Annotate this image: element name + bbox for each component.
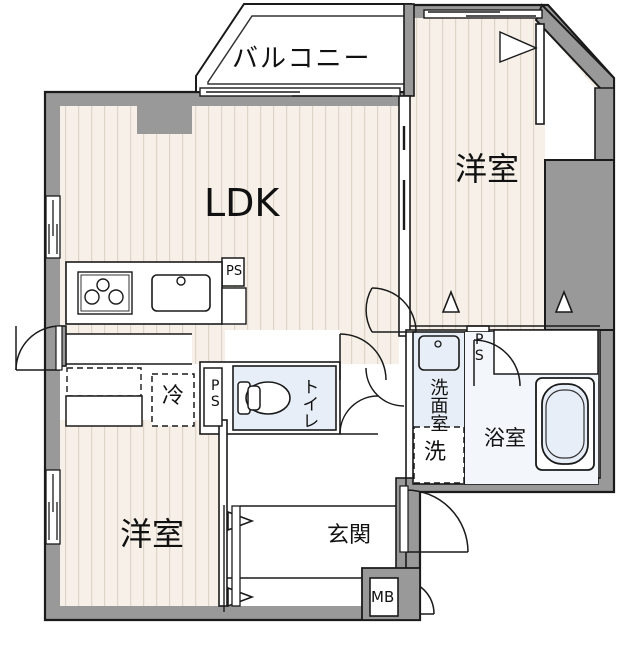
room-label-washroom: 洗面室 <box>427 378 449 432</box>
northeast-angled-wall <box>534 3 615 331</box>
fixture-label-ps-kitchen: PS <box>226 264 243 279</box>
toilet-room <box>232 365 337 431</box>
room-label-toilet: トイレ <box>298 378 319 429</box>
room-label-bedroom-sw: 洋室 <box>120 515 185 553</box>
windows <box>45 9 543 545</box>
washroom <box>412 331 466 485</box>
entrance-step <box>227 505 421 621</box>
ldk-floor <box>60 106 399 364</box>
doors <box>15 287 521 615</box>
bedroom-ne-closet <box>499 23 545 125</box>
bedroom-sw-floor <box>60 420 225 606</box>
fixture-label-meter-box: MB <box>371 588 395 606</box>
fixture-label-washing-machine: 洗 <box>424 440 447 465</box>
fixture-label-ps-hall: PS <box>207 378 224 410</box>
room-label-bedroom-ne: 洋室 <box>455 150 520 188</box>
storage-spaces <box>65 367 195 427</box>
room-label-bathroom: 浴室 <box>484 426 526 450</box>
balcony <box>195 3 415 97</box>
room-label-ldk: LDK <box>204 181 280 225</box>
fixture-label-ps-bath: PS <box>471 332 488 364</box>
fixture-label-refrigerator: 冷 <box>162 384 185 409</box>
bedroom-ne-closet-floor <box>545 30 595 160</box>
room-label-entrance: 玄関 <box>327 523 372 548</box>
kitchen-unit <box>65 261 247 325</box>
room-label-balcony: バルコニー <box>232 44 372 74</box>
bathroom <box>464 329 599 485</box>
